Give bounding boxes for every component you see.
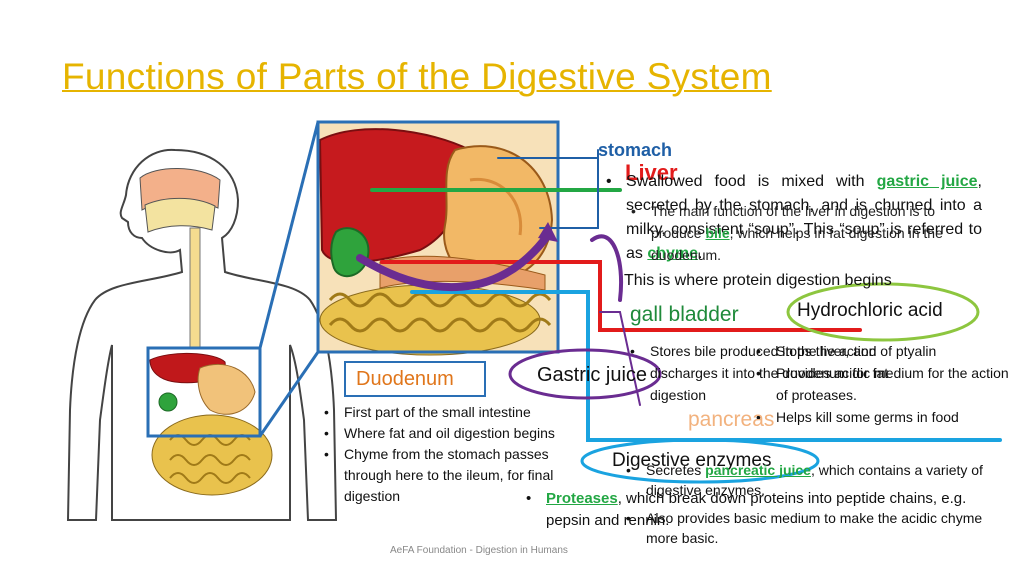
slide-footer: AeFA Foundation - Digestion in Humans bbox=[390, 545, 568, 556]
slide-title: Functions of Parts of the Digestive Syst… bbox=[62, 56, 772, 97]
zoom-source-frame bbox=[146, 346, 262, 438]
duodenum-list: First part of the small intestine Where … bbox=[318, 402, 580, 507]
liver-bullet: The main function of the liver in digest… bbox=[625, 200, 955, 266]
duodenum-label: Duodenum bbox=[356, 368, 454, 390]
protein-digestion-note: This is where protein digestion begins bbox=[624, 272, 892, 289]
zoom-panel-frame bbox=[316, 120, 560, 354]
liver-description: The main function of the liver in digest… bbox=[625, 200, 955, 266]
gastric-juice-label: Gastric juice bbox=[537, 364, 648, 386]
pancreatic-juice-term: pancreatic juice bbox=[705, 462, 811, 478]
pancreas-heading: pancreas bbox=[688, 408, 775, 431]
gastric-juice-term: gastric juice bbox=[876, 173, 978, 190]
gall-bladder-heading: gall bladder bbox=[630, 303, 739, 326]
stomach-heading: stomach bbox=[598, 140, 673, 160]
hydrochloric-acid-label: Hydrochloric acid bbox=[797, 300, 943, 321]
duodenum-label-box bbox=[344, 361, 486, 397]
zoomed-organ-panel bbox=[318, 122, 558, 356]
proteases-description: Proteases, which break down proteins int… bbox=[520, 488, 980, 532]
human-body-figure bbox=[66, 148, 338, 521]
head-interior bbox=[139, 168, 221, 349]
bile-term: bile bbox=[705, 225, 730, 241]
hydrochloric-acid-list: Stops the action of ptyalin Provides aci… bbox=[750, 340, 1010, 428]
indicator-lines bbox=[356, 149, 1002, 442]
